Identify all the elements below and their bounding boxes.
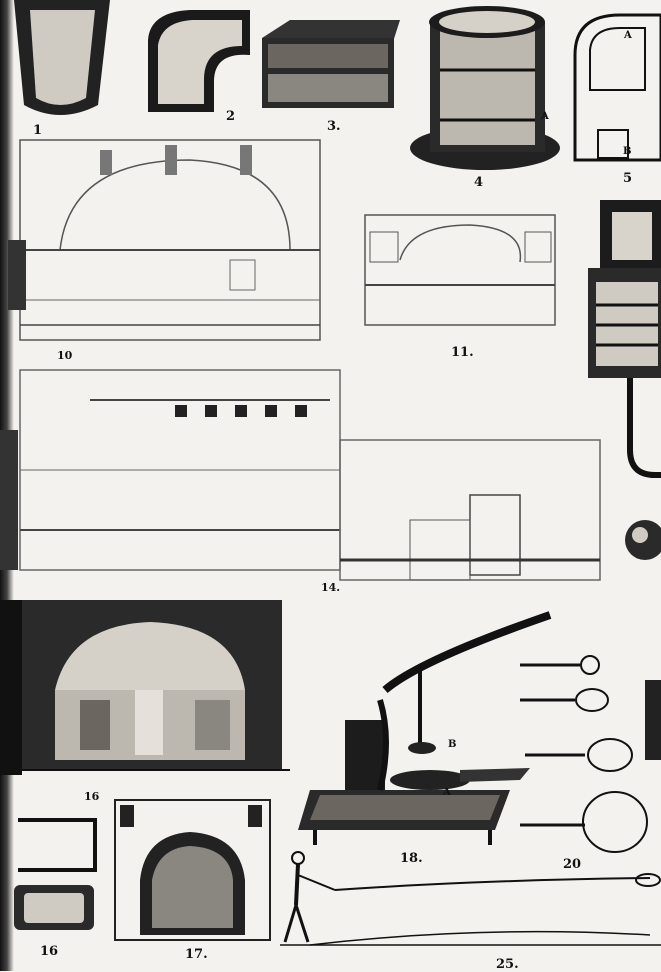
figure-2-curved-block (148, 10, 250, 112)
figure-18-lever-press (298, 611, 552, 845)
label-figure-14: 14. (321, 581, 341, 594)
label-figure-10: 10 (57, 349, 73, 362)
label-figure-16-large: 16 (84, 790, 100, 803)
figure-10-furnace-elevation (8, 139, 321, 341)
label-figure-20: 20 (563, 857, 582, 872)
figure-1-crucible (14, 0, 110, 115)
label-figure-3: 3. (327, 119, 341, 134)
figure-14-glassworks-elevation (0, 369, 601, 581)
label-figure-11: 11. (451, 345, 474, 360)
figure-5-arched-block (573, 13, 661, 162)
label-figure-18: 18. (400, 851, 423, 866)
figure-11-furnace-section (364, 214, 556, 326)
label-figure-16-small: 16 (40, 944, 59, 959)
figure-25-glassblower-swinging (280, 851, 661, 946)
figure-17-oven-front (114, 799, 271, 941)
figure-16-annealing-furnace (0, 600, 290, 775)
figure-4-cylindrical-furnace (410, 6, 560, 170)
label-letter-a-fig18: A (443, 787, 451, 798)
figure-3-brick-block (262, 20, 400, 108)
label-letter-a-fig4: A (541, 111, 549, 122)
label-letter-b-fig18: B (448, 739, 457, 750)
label-letter-a-fig5: A (624, 30, 632, 41)
figure-bottom-left-small-apparatus (14, 818, 97, 930)
figure-20-blown-bulbs (520, 655, 661, 853)
label-letter-b-fig5: B (623, 146, 632, 157)
label-figure-4: 4 (474, 175, 484, 190)
label-figure-25: 25. (496, 957, 519, 972)
label-figure-2: 2 (226, 109, 236, 124)
label-figure-1: 1 (33, 123, 43, 138)
label-figure-5: 5 (623, 171, 633, 186)
label-figure-17: 17. (185, 947, 208, 962)
figure-right-tall-apparatus (588, 200, 661, 560)
